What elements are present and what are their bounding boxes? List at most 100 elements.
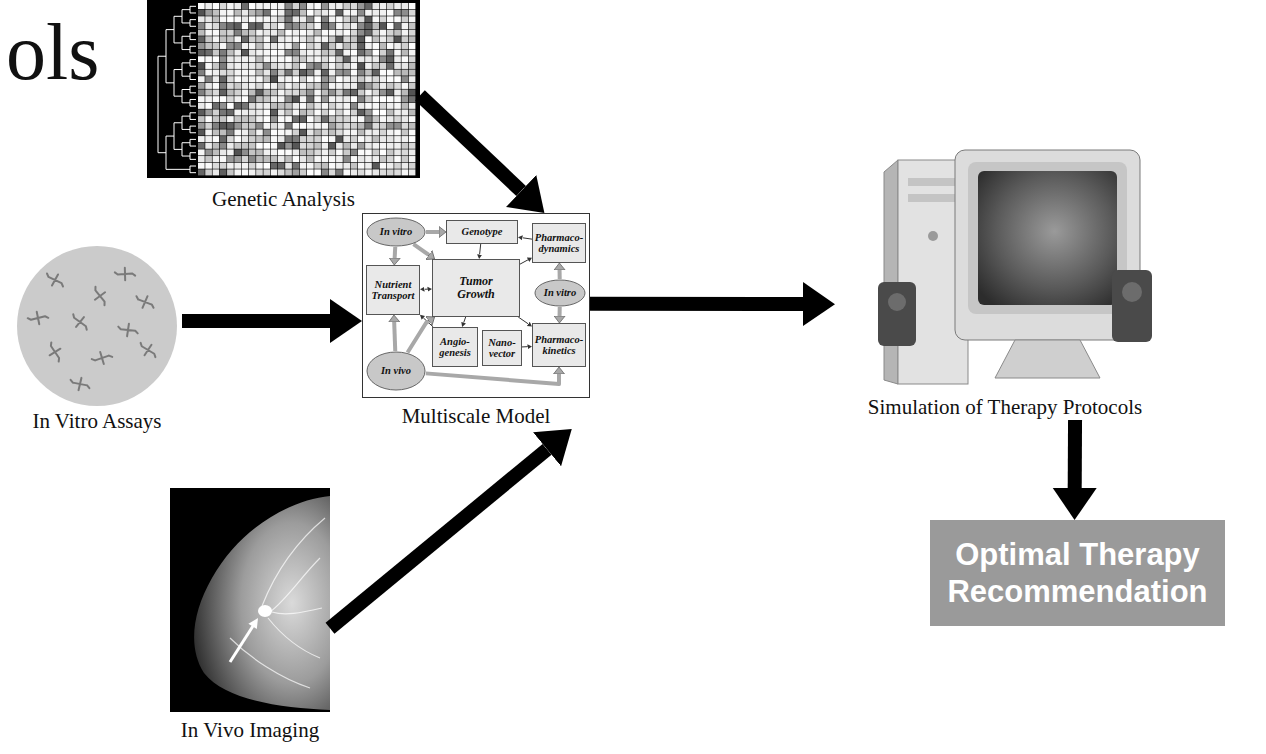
heatmap-cell: [322, 116, 329, 122]
heatmap-cell: [300, 163, 307, 169]
heatmap-cell: [307, 163, 314, 169]
heatmap-cell: [336, 109, 343, 115]
heatmap-cell: [365, 83, 372, 89]
heatmap-cell: [256, 129, 263, 135]
heatmap-cell: [300, 23, 307, 29]
heatmap-cell: [292, 116, 299, 122]
box-label: In vitro: [380, 226, 412, 237]
heatmap-cell: [249, 143, 256, 149]
heatmap-cell: [242, 109, 249, 115]
heatmap-cell: [205, 63, 212, 69]
heatmap-cell: [365, 109, 372, 115]
heatmap-cell: [365, 103, 372, 109]
heatmap-cell: [314, 129, 321, 135]
heatmap-cell: [401, 10, 408, 16]
heatmap-cell: [205, 16, 212, 22]
heatmap-cell: [336, 56, 343, 62]
heatmap-cell: [220, 163, 227, 169]
heatmap-cell: [380, 16, 387, 22]
heatmap-cell: [394, 103, 401, 109]
heatmap-cell: [249, 90, 256, 96]
heatmap-cell: [401, 76, 408, 82]
heatmap-cell: [394, 23, 401, 29]
heatmap-cell: [387, 50, 394, 56]
heatmap-cell: [213, 116, 220, 122]
heatmap-cell: [278, 156, 285, 162]
heatmap-cell: [307, 70, 314, 76]
heatmap-cell: [213, 50, 220, 56]
heatmap-cell: [227, 136, 234, 142]
heatmap-cell: [322, 136, 329, 142]
box-label: Nutrient Transport: [368, 279, 418, 301]
heatmap-cell: [285, 109, 292, 115]
heatmap-cell: [343, 50, 350, 56]
ellipse-shape: [367, 352, 425, 390]
heatmap-cell: [263, 123, 270, 129]
heatmap-cells: [198, 3, 415, 175]
heatmap-cell: [242, 43, 249, 49]
heatmap-cell: [372, 16, 379, 22]
heatmap-cell: [409, 83, 416, 89]
heatmap-cell: [278, 83, 285, 89]
heatmap-cell: [213, 123, 220, 129]
heatmap-cell: [314, 83, 321, 89]
data-source-ellipse: In vivo: [366, 351, 426, 391]
heatmap-cell: [409, 149, 416, 155]
heatmap-cell: [249, 63, 256, 69]
flow-arrow: [420, 95, 521, 191]
heatmap-cell: [365, 10, 372, 16]
heatmap-cell: [322, 123, 329, 129]
heatmap-figure: [147, 0, 420, 178]
box-label: Genotype: [462, 226, 503, 237]
dendrogram-branch: [190, 126, 196, 133]
heatmap-cell: [263, 109, 270, 115]
heatmap-cell: [278, 16, 285, 22]
heatmap-cell: [387, 109, 394, 115]
heatmap-cell: [300, 123, 307, 129]
heatmap-cell: [205, 169, 212, 175]
heatmap-cell: [358, 10, 365, 16]
heatmap-cell: [365, 136, 372, 142]
heatmap-cell: [256, 76, 263, 82]
heatmap-cell: [307, 36, 314, 42]
dendrogram-branch: [174, 123, 182, 150]
heatmap-cell: [205, 83, 212, 89]
heatmap-cell: [285, 169, 292, 175]
heatmap-cell: [365, 50, 372, 56]
heatmap-cell: [205, 136, 212, 142]
heatmap-cell: [401, 143, 408, 149]
heatmap-cell: [365, 63, 372, 69]
heatmap-cell: [213, 109, 220, 115]
cell-mark: [71, 377, 90, 391]
heatmap-cell: [409, 3, 416, 9]
heatmap-cell: [351, 123, 358, 129]
heatmap-cell: [198, 23, 205, 29]
heatmap-cell: [256, 63, 263, 69]
heatmap-cell: [314, 109, 321, 115]
box-label: In vivo: [381, 365, 411, 376]
box-label: Angio- genesis: [434, 336, 476, 358]
heatmap-cell: [358, 56, 365, 62]
heatmap-cell: [343, 129, 350, 135]
heatmap-cell: [329, 123, 336, 129]
heatmap-cell: [227, 56, 234, 62]
heatmap-cell: [343, 30, 350, 36]
heatmap-cell: [285, 16, 292, 22]
heatmap-cell: [351, 143, 358, 149]
heatmap-cell: [401, 30, 408, 36]
heatmap-cell: [213, 63, 220, 69]
heatmap-cell: [249, 116, 256, 122]
heatmap-cell: [380, 96, 387, 102]
heatmap-cell: [227, 90, 234, 96]
ellipse-shape: [367, 218, 425, 246]
heatmap-cell: [351, 103, 358, 109]
heatmap-cell: [256, 23, 263, 29]
heatmap-cell: [343, 156, 350, 162]
cell-mark: [89, 286, 111, 306]
heatmap-cell: [387, 90, 394, 96]
heatmap-cell: [322, 169, 329, 175]
heatmap-cell: [256, 163, 263, 169]
heatmap-cell: [263, 163, 270, 169]
heatmap-cell: [358, 109, 365, 115]
heatmap-cell: [242, 163, 249, 169]
